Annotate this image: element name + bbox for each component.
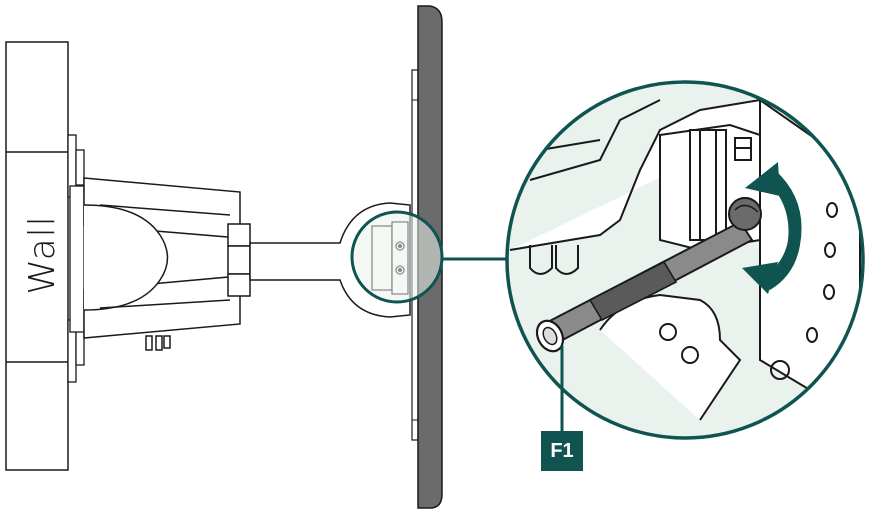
socket-wrench: [535, 197, 762, 353]
wall-label: Wall: [21, 215, 63, 295]
detail-marker-circle: [350, 210, 444, 304]
zoom-detail: [505, 80, 865, 440]
wall: [5, 41, 69, 471]
callout-f1-badge: F1: [541, 431, 583, 471]
wall-plate: [67, 134, 85, 383]
tighten-rotation-arrow-icon: [742, 162, 802, 294]
